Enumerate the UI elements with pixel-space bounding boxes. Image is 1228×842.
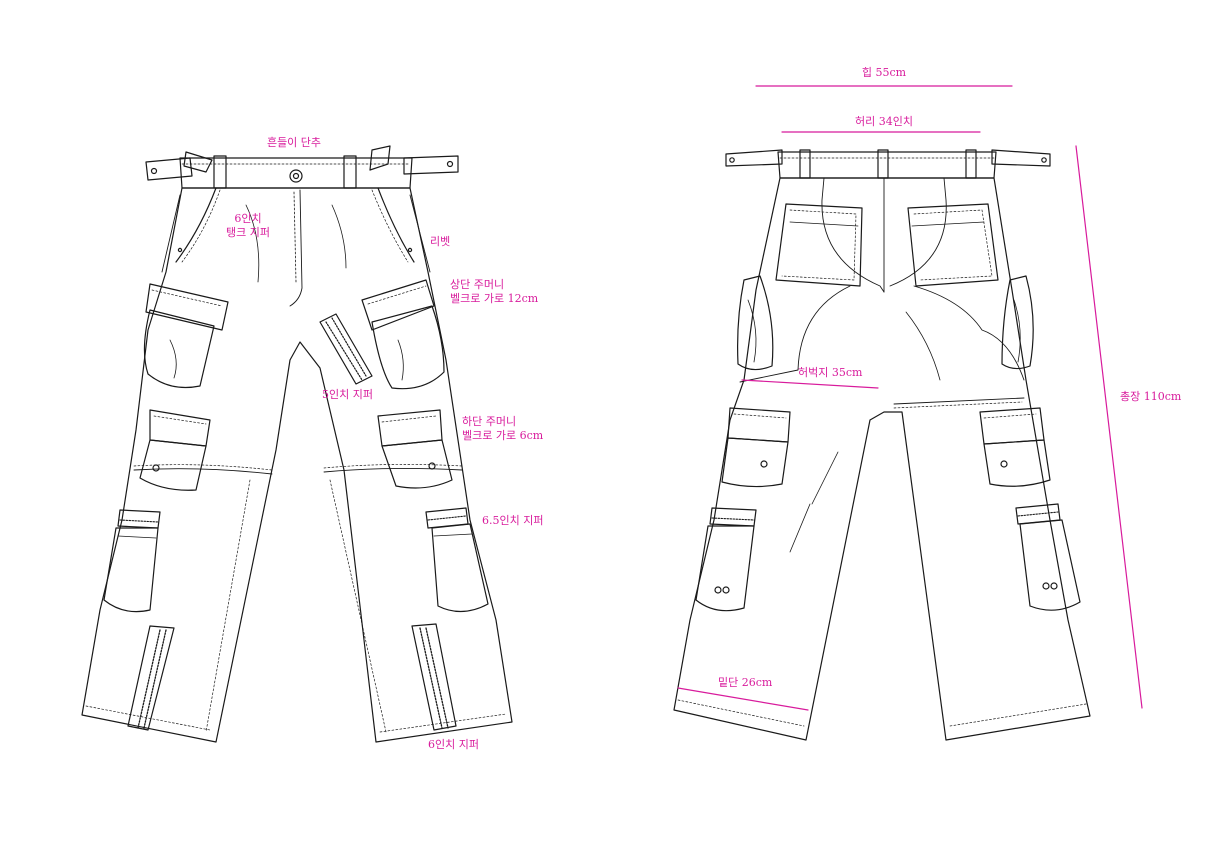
back-belt-loop (877, 149, 889, 179)
back-outline (673, 177, 1091, 741)
back-pocket-left (775, 203, 863, 287)
length-measure-line (1075, 145, 1143, 709)
front-right-strap (403, 155, 459, 175)
front-side-pocket-right (425, 507, 489, 613)
front-belt-loop (213, 155, 227, 189)
back-view (673, 149, 1091, 741)
measurement-lines (677, 85, 1143, 711)
measure-thigh: 허벅지 35cm (798, 366, 863, 379)
label-rivet: 리벳 (430, 235, 451, 248)
measure-length: 총장 110cm (1120, 390, 1182, 403)
label-side-zip: 6.5인치 지퍼 (482, 514, 544, 527)
back-waistband (777, 151, 997, 179)
front-upper-pocket-left (143, 283, 229, 389)
front-lower-pocket-left (139, 409, 211, 491)
front-button (289, 169, 303, 183)
front-lower-pocket-right (377, 409, 453, 489)
front-hem-zipper-left (127, 625, 175, 731)
back-right-strap (991, 149, 1051, 167)
back-left-strap (725, 149, 783, 167)
measure-waist: 허리 34인치 (855, 115, 913, 128)
front-side-pocket-left (103, 509, 161, 613)
front-outline (81, 187, 513, 743)
front-strap-hardware (369, 145, 391, 171)
label-hem-zip: 6인치 지퍼 (428, 738, 479, 751)
back-belt-loop (799, 149, 811, 179)
label-upper-pocket: 상단 주머니 벨크로 가로 12cm (450, 278, 539, 305)
back-side-zip-pocket-left (695, 507, 757, 612)
front-strap-hardware (183, 151, 213, 173)
label-fly-zip: 6인치 탱크 지퍼 (226, 212, 270, 239)
back-pocket-right (907, 203, 999, 287)
thigh-measure-line (741, 379, 879, 389)
measure-hem: 밑단 26cm (718, 676, 773, 689)
front-knee-zipper (319, 313, 373, 385)
label-button: 흔들이 단추 (266, 136, 322, 149)
front-belt-loop (343, 155, 357, 189)
label-lower-pocket: 하단 주머니 벨크로 가로 6cm (462, 415, 544, 442)
measure-hip: 힙 55cm (861, 66, 907, 79)
label-knee-zip: 5인치 지퍼 (322, 388, 373, 401)
front-hem-zipper-right (411, 623, 457, 731)
back-belt-loop (965, 149, 977, 179)
back-side-zip-pocket-right (1015, 503, 1081, 611)
front-upper-pocket-right (361, 279, 445, 390)
back-lower-pocket-right (979, 407, 1051, 487)
front-left-strap (145, 157, 193, 181)
hem-measure-line (677, 687, 809, 711)
back-side-pocket-left (737, 275, 774, 371)
back-lower-pocket-left (721, 407, 791, 488)
front-view (81, 145, 513, 743)
back-side-pocket-right (1001, 275, 1034, 370)
